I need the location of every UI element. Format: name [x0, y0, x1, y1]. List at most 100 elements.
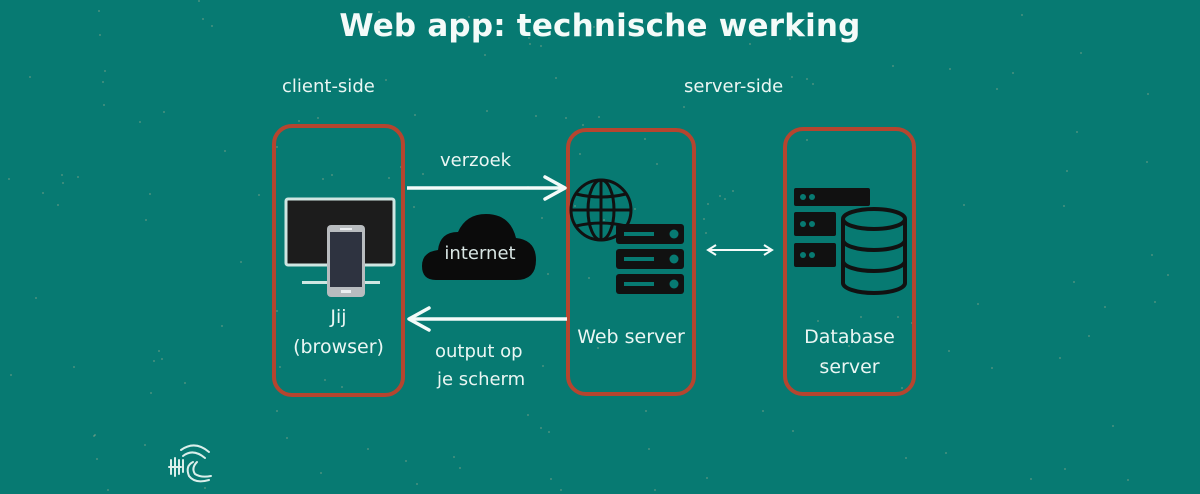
texture-speck	[163, 110, 166, 113]
texture-speck	[422, 172, 425, 175]
texture-speck	[539, 426, 542, 429]
texture-speck	[413, 206, 415, 209]
texture-speck	[1065, 170, 1068, 173]
texture-speck	[996, 88, 999, 91]
client-label-line2: (browser)	[293, 336, 384, 358]
texture-speck	[95, 457, 98, 460]
texture-speck	[806, 78, 809, 81]
texture-speck	[485, 110, 488, 113]
cloud-label: internet	[444, 243, 516, 264]
texture-speck	[555, 77, 558, 80]
texture-speck	[573, 204, 576, 207]
texture-speck	[279, 365, 282, 368]
texture-speck	[540, 44, 543, 47]
texture-speck	[275, 410, 278, 413]
texture-speck	[158, 350, 161, 353]
texture-speck	[76, 175, 79, 178]
texture-speck	[72, 366, 75, 369]
texture-speck	[948, 67, 951, 70]
texture-speck	[98, 10, 101, 13]
texture-speck	[94, 434, 97, 437]
response-arrow	[407, 306, 567, 332]
database-server-node: Database server	[783, 127, 916, 396]
texture-speck	[541, 364, 544, 367]
response-arrow-label-line2: je scherm	[437, 369, 526, 390]
texture-speck	[665, 11, 668, 14]
texture-speck	[963, 203, 966, 206]
client-side-label: client-side	[282, 76, 375, 97]
texture-speck	[1104, 305, 1107, 308]
texture-speck	[148, 192, 151, 195]
monitor-phone-icon	[284, 197, 396, 297]
texture-speck	[1151, 254, 1154, 257]
cloud-icon	[422, 214, 536, 280]
texture-speck	[453, 455, 456, 458]
texture-speck	[547, 430, 550, 433]
texture-speck	[1021, 14, 1024, 17]
texture-speck	[416, 482, 419, 485]
texture-speck	[103, 103, 106, 106]
texture-speck	[528, 37, 531, 40]
request-arrow-label: verzoek	[440, 150, 512, 171]
texture-speck	[1146, 93, 1149, 96]
texture-speck	[414, 114, 417, 117]
texture-speck	[341, 385, 344, 388]
texture-speck	[1072, 280, 1075, 283]
texture-speck	[184, 381, 187, 384]
server-side-label: server-side	[684, 76, 784, 97]
texture-speck	[602, 219, 605, 222]
texture-speck	[702, 217, 705, 220]
texture-speck	[276, 146, 279, 149]
texture-speck	[529, 42, 532, 45]
texture-speck	[152, 359, 155, 362]
texture-speck	[1075, 130, 1078, 133]
texture-speck	[547, 273, 550, 276]
texture-speck	[719, 195, 722, 198]
database-server-icon	[794, 188, 907, 295]
texture-speck	[297, 120, 300, 123]
texture-speck	[197, 0, 200, 3]
texture-speck	[1153, 300, 1156, 303]
texture-speck	[534, 114, 537, 117]
texture-speck	[910, 322, 913, 325]
texture-speck	[104, 69, 107, 72]
texture-speck	[160, 357, 163, 360]
texture-speck	[61, 173, 64, 176]
texture-speck	[991, 367, 994, 370]
texture-speck	[29, 76, 32, 79]
texture-speck	[223, 150, 226, 153]
wave-logo-icon	[168, 444, 212, 483]
texture-speck	[648, 25, 651, 28]
texture-speck	[647, 447, 650, 450]
texture-speck	[144, 444, 147, 447]
texture-speck	[644, 410, 647, 413]
response-arrow-label-line1: output op	[435, 341, 523, 362]
web-server-label: Web server	[577, 326, 685, 348]
texture-speck	[656, 163, 659, 166]
texture-speck	[704, 231, 707, 234]
texture-speck	[385, 78, 388, 81]
texture-speck	[1087, 334, 1090, 337]
texture-speck	[812, 83, 815, 86]
texture-speck	[633, 208, 636, 211]
texture-speck	[806, 138, 809, 141]
texture-speck	[817, 319, 820, 322]
texture-speck	[654, 489, 657, 492]
diagram-title: Web app: technische werking	[339, 8, 861, 44]
texture-speck	[823, 364, 826, 367]
texture-speck	[904, 456, 907, 459]
texture-speck	[598, 116, 601, 119]
texture-speck	[220, 324, 223, 327]
texture-speck	[597, 347, 600, 350]
texture-speck	[331, 174, 334, 177]
texture-speck	[564, 116, 567, 119]
texture-speck	[1064, 468, 1067, 471]
texture-speck	[204, 486, 207, 489]
texture-speck	[150, 391, 153, 394]
request-arrow	[407, 175, 567, 201]
texture-speck	[579, 152, 582, 155]
texture-speck	[405, 459, 408, 462]
texture-speck	[748, 42, 751, 45]
texture-speck	[484, 53, 487, 56]
client-label-line1: Jij	[330, 306, 347, 328]
